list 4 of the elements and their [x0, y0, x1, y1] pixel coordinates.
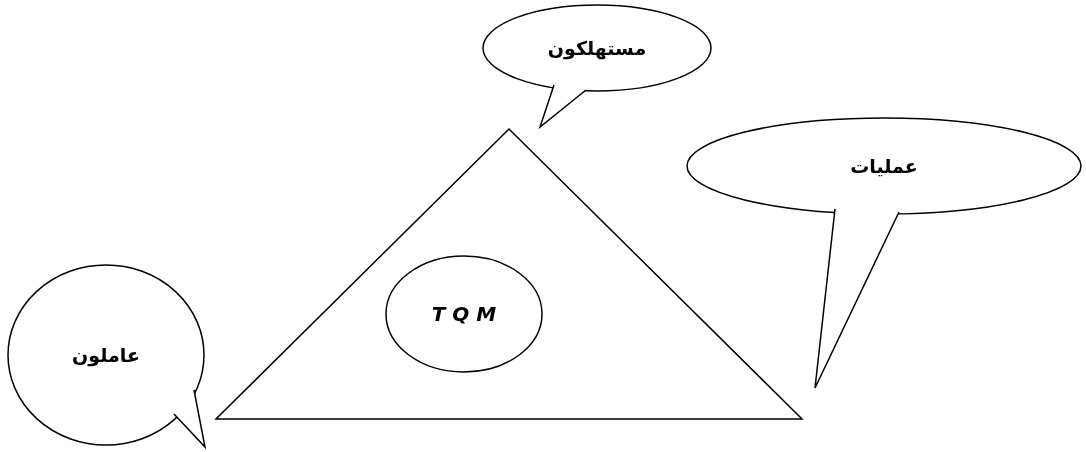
acronym-label: T Q M [431, 302, 497, 326]
bubble-text: عاملون [72, 344, 140, 366]
bubble-text: عمليات [850, 155, 918, 177]
bubble-text: مستهلكون [547, 37, 647, 59]
